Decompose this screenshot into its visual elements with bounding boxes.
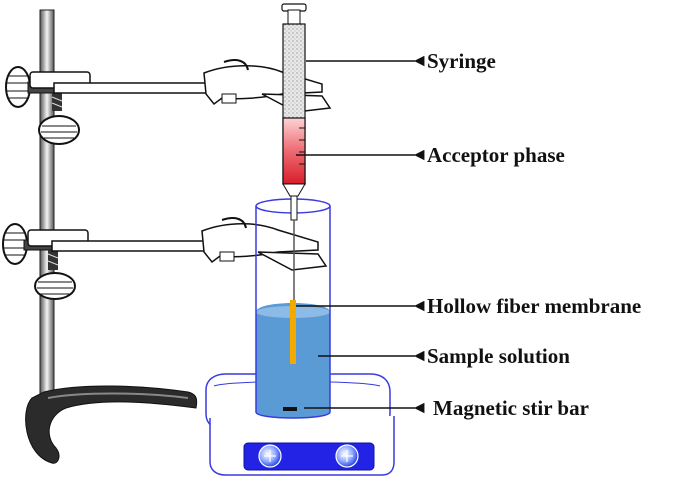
hollow-fiber (290, 300, 296, 364)
stand-rod (39, 9, 55, 406)
stand-base (25, 385, 198, 464)
lower-lock-knob (34, 272, 76, 300)
hollow-fiber-membrane-label: Hollow fiber membrane (427, 294, 641, 318)
upper-clamp (5, 59, 332, 145)
sample-solution-label: Sample solution (427, 344, 570, 368)
magnetic-stir-bar-label: Magnetic stir bar (433, 396, 589, 420)
ring-stand (25, 9, 198, 464)
stir-bar (283, 407, 297, 411)
speed-knob-icon[interactable] (258, 444, 282, 468)
lower-clamp (2, 217, 328, 300)
heat-knob-icon[interactable] (335, 444, 359, 468)
callouts: Syringe Acceptor phase Hollow fiber memb… (296, 49, 641, 420)
acceptor-phase-label: Acceptor phase (427, 143, 565, 167)
upper-thumb-screw (5, 66, 31, 108)
upper-clamp-arm (53, 82, 215, 94)
lower-thumb-screw (2, 223, 28, 265)
syringe (281, 3, 307, 364)
upper-lock-knob (38, 115, 80, 145)
syringe-label: Syringe (427, 49, 496, 73)
lower-clamp-arm (51, 240, 213, 252)
